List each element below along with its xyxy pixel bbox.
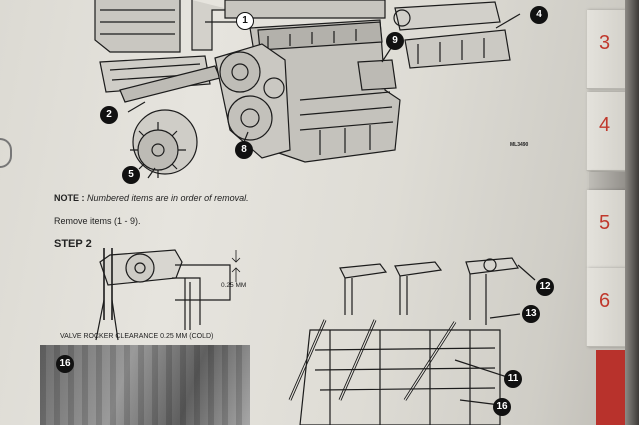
tab-label: 6 <box>599 290 611 312</box>
callout-16-right: 16 <box>493 398 511 416</box>
binder-spine <box>625 0 639 425</box>
section-tab-5[interactable]: 5 <box>586 190 627 269</box>
callout-2: 2 <box>100 106 118 124</box>
tab-label: 3 <box>599 32 611 54</box>
remove-items-text: Remove items (1 - 9). <box>54 216 141 226</box>
callout-13: 13 <box>522 305 540 323</box>
note-label: NOTE : <box>54 193 85 203</box>
callout-8: 8 <box>235 141 253 159</box>
valve-adjustment-photo <box>40 345 250 425</box>
callout-16-photo: 16 <box>56 355 74 373</box>
section-tab-3[interactable]: 3 <box>586 10 627 89</box>
diagram-code: ML3490 <box>510 142 529 148</box>
callout-5: 5 <box>122 166 140 184</box>
clearance-caption: VALVE ROCKER CLEARANCE 0.25 MM (COLD) <box>60 333 214 340</box>
note-text: Numbered items are in order of removal. <box>87 193 249 203</box>
note-line: NOTE : Numbered items are in order of re… <box>54 193 249 203</box>
callout-11: 11 <box>504 370 522 388</box>
callout-1: 1 <box>236 12 254 30</box>
tab-label: 4 <box>599 114 611 136</box>
step-heading: STEP 2 <box>54 238 92 250</box>
callout-9: 9 <box>386 32 404 50</box>
tab-label: 5 <box>599 212 611 234</box>
red-edge-tab <box>596 350 626 425</box>
callout-4: 4 <box>530 6 548 24</box>
section-tab-4[interactable]: 4 <box>586 92 627 171</box>
section-tab-6[interactable]: 6 <box>586 268 627 347</box>
clearance-value-label: 0.25 MM <box>221 282 247 289</box>
callout-12: 12 <box>536 278 554 296</box>
